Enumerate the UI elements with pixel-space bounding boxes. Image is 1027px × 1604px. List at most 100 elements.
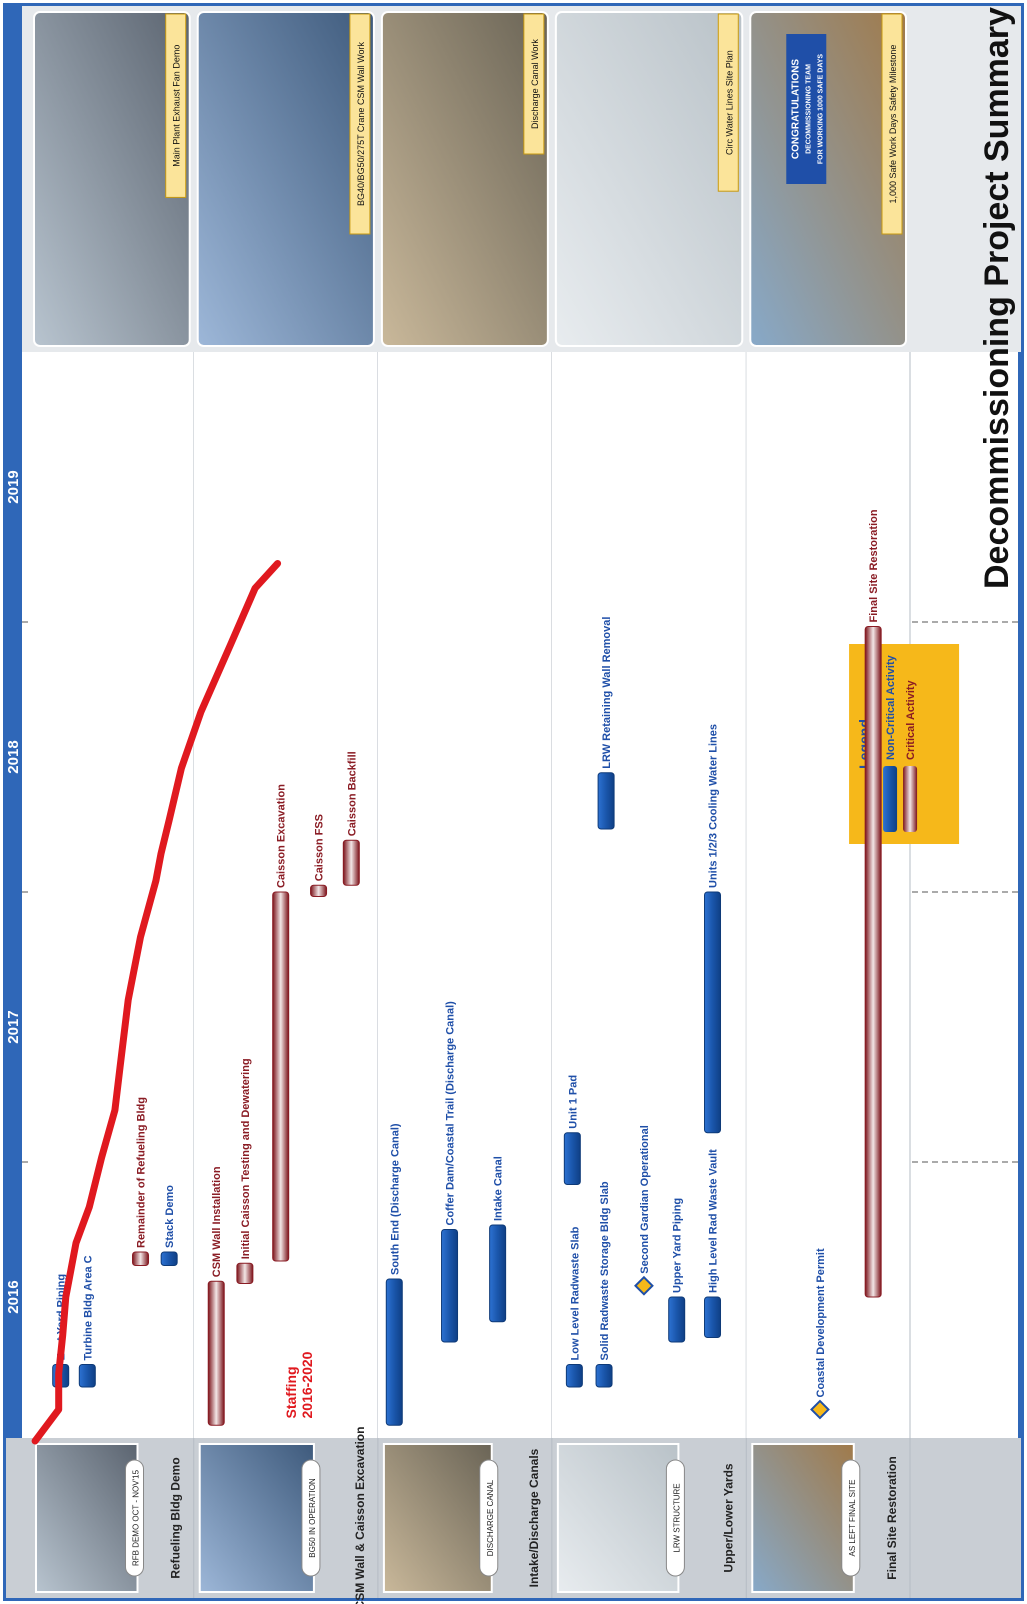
header-band [6,6,22,1438]
photo-caption-pill [665,1459,685,1577]
year-label: 2018 [5,740,22,773]
activity-bar [597,772,615,830]
activity-label: Caisson Excavation [276,784,288,888]
year-label: 2017 [5,1010,22,1043]
section-photo-caption: BG50 IN OPERATION [308,1478,317,1558]
staffing-curve-line [31,560,282,1445]
section-rows: RFB DEMO OCT - NOV'15 Refueling Bldg Demo… [30,352,911,1604]
activity-label: Coffer Dam/Coastal Trail (Discharge Cana… [445,1001,457,1226]
staffing-label: 2016-2020 [299,1351,315,1418]
activity-bar [668,1296,686,1343]
photo-caption-pill [841,1459,861,1577]
activity-bar [563,1132,581,1185]
photo-caption-pill [125,1459,145,1577]
activity-bar [489,1224,507,1323]
photo-caption-box [349,13,371,235]
photo-column: Main Plant Exhaust Fan Demo BG40/BG50/275… [22,6,1021,352]
photo-caption: BG40/BG50/275T Crane CSM Wall Work [356,42,366,206]
section-photo-caption: DISCHARGE CANAL [486,1479,495,1556]
activity-bar [132,1251,150,1266]
activity-label: South End (Discharge Canal) [389,1123,401,1275]
year-label: 2016 [5,1280,22,1313]
milestone-diamond [810,1399,830,1420]
photo-caption: 1,000 Safe Work Days Safety Milestone [888,45,898,204]
congrats-banner-text: FOR WORKING 1000 SAFE DAYS [817,54,824,165]
photo-caption-pill [479,1459,499,1577]
section-photo [556,1443,680,1593]
activity-bar [595,1364,613,1388]
photo-caption: Discharge Canal Work [530,39,540,129]
section-photo-caption: RFB DEMO OCT - NOV'15 [132,1469,141,1566]
activity-label: Stack Demo [164,1185,176,1248]
section-name: Intake/Discharge Canals [527,1448,541,1587]
legend-noncritical-label: Non-Critical Activity [885,654,897,760]
section-name: CSM Wall & Caisson Excavation [353,1427,367,1604]
activity-label: Caisson FSS [314,814,326,881]
activity-bar [565,1364,583,1388]
section-photo [382,1443,493,1593]
photo-caption-box [881,13,903,235]
section-band [746,352,910,1438]
milestone-diamond [634,1275,654,1296]
section-panel [6,1438,1021,1598]
activity-label: Unit 1 Pad [567,1075,579,1129]
photo-caption: Circ Water Lines Site Plan [724,50,734,155]
section-band [30,352,194,1438]
milestone-label: Coastal Development Permit [815,1248,827,1397]
schedule-photo [380,11,549,347]
activity-bar [160,1251,178,1266]
schedule-photo [33,11,191,347]
legend-swatch-noncritical [883,766,898,832]
section-photo [35,1443,139,1593]
section-photo [751,1443,855,1593]
schedule-photo [554,11,744,347]
milestone-label: Second Gardian Operational [639,1125,651,1274]
activity-label: High Level Rad Waste Vault [708,1149,720,1293]
section-photo-caption: LRW STRUCTURE [672,1483,681,1552]
activity-bar [704,891,722,1134]
activity-bar [272,891,290,1262]
section-name: Refueling Bldg Demo [169,1457,183,1578]
activity-bar [864,626,882,1298]
activity-bar [441,1229,459,1343]
activity-bar [310,884,328,897]
section-band [377,352,552,1438]
section-band [551,352,747,1438]
section-photo [198,1443,315,1593]
staffing-label: Staffing [283,1366,299,1418]
congrats-banner-text: DECOMMISSIONING TEAM [805,64,812,154]
section-photo-caption: AS LEFT FINAL SITE [848,1480,857,1557]
activity-label: Solid Radwaste Storage Bldg Slab [599,1181,611,1360]
activity-label: Turbine Bldg Area C [82,1255,94,1360]
activity-label: Upper Yard Piping [672,1198,684,1293]
legend-critical-label: Critical Activity [905,679,917,760]
chart-title: Decommissioning Project Summary Schedule [978,0,1016,589]
activity-label: Initial Caisson Testing and Dewatering [240,1058,252,1259]
activity-label: LRW Retaining Wall Removal [601,617,613,769]
photo-caption-pill [301,1459,321,1577]
activity-label: Units 1/2/3 Cooling Water Lines [708,724,720,888]
activity-label: Intake Canal [493,1156,505,1221]
activity-bar [385,1278,403,1426]
congrats-banner [786,34,827,184]
congrats-banner-text: CONGRATULATIONS [790,59,801,160]
section-name: Upper/Lower Yards [721,1463,735,1572]
photo-caption-box [717,13,739,192]
photo-caption-box [165,13,187,198]
photo-caption: Main Plant Exhaust Fan Demo [172,45,182,167]
activity-bar [207,1280,225,1426]
activity-label: Remainder of Refueling Bldg [136,1097,148,1248]
activity-bar [704,1296,722,1338]
activity-bar [236,1262,254,1284]
activity-label: Final Site Restoration [868,509,880,622]
activity-bar [342,839,360,886]
year-label: 2019 [5,470,22,503]
year-labels: 2016 2017 2018 2019 [5,470,22,1313]
activity-label: Caisson Backfill [346,751,358,836]
